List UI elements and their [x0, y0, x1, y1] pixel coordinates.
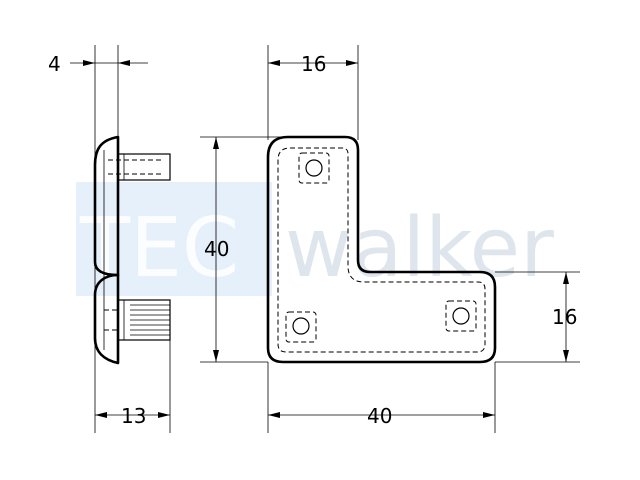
side-peg-lower	[104, 299, 171, 341]
dimension-height: 40	[200, 136, 288, 363]
l-shape-inner-edge	[277, 147, 486, 353]
watermark: TEC walker	[76, 182, 554, 296]
dimension-arm-width-top: 16	[267, 45, 359, 140]
dimension-thickness-label: 4	[48, 52, 61, 76]
front-view	[266, 135, 497, 364]
dimension-length: 40	[267, 362, 496, 433]
dimension-arm-width-right-label: 16	[552, 305, 577, 329]
dimension-arm-width-right: 16	[495, 271, 580, 363]
dimension-depth-label: 13	[121, 404, 146, 428]
watermark-prefix: TEC	[79, 201, 239, 296]
pad-right	[445, 300, 477, 332]
pad-bottom-left	[285, 311, 317, 343]
l-shape-outline	[266, 135, 497, 364]
dimension-arm-width-top-label: 16	[301, 52, 326, 76]
watermark-suffix: walker	[285, 201, 554, 296]
dimension-length-label: 40	[367, 404, 392, 428]
pad-top	[298, 152, 330, 184]
side-peg-upper	[108, 153, 171, 181]
dimension-height-label: 40	[204, 237, 229, 261]
dimension-depth: 13	[95, 340, 171, 433]
dimension-thickness: 4	[48, 45, 148, 433]
